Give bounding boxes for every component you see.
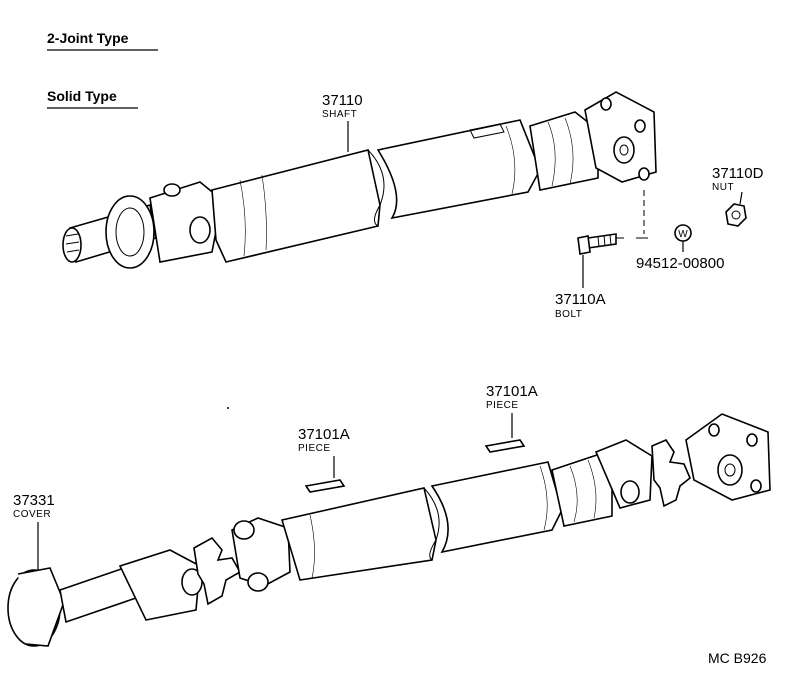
piece-right-number: 37101A [486,383,538,400]
cover-number: 37331 [13,492,55,509]
tube-break-left [367,149,385,227]
spider-front [193,536,242,606]
nut-name: NUT [712,182,734,193]
spline-end [62,227,82,263]
bolt-name: BOLT [555,309,582,320]
piece-left-number: 37101A [298,426,350,443]
front-universal-joint [149,181,223,263]
washer-number: 94512-00800 [636,255,724,272]
svg-text:W: W [678,229,688,240]
sleeve-yoke-flange [105,195,155,269]
cover-name: COVER [13,509,51,520]
subtype-title: Solid Type [47,88,117,104]
rear-joint-bearing [613,136,635,164]
shaft-number: 37110 [322,92,363,109]
spider-rear [651,439,691,508]
balance-piece-right [484,439,526,453]
piece-right-name: PIECE [486,400,519,411]
balance-piece-left [304,479,346,493]
top-propeller-shaft [62,91,657,269]
front-joint-bearing [189,216,211,244]
nut [725,203,747,227]
bolt-head [577,235,591,255]
piece-left-name: PIECE [298,443,331,454]
bottom-front-tube [280,487,437,581]
bolt-number: 37110A [555,291,606,308]
shaft-name: SHAFT [322,109,357,120]
bottom-propeller-shaft [7,413,771,647]
nut-body [725,203,747,227]
type-title: 2-Joint Type [47,30,129,46]
figure-code: MC B926 [708,650,767,666]
bottom-rear-tube [430,461,563,554]
bolt [577,233,617,255]
bottom-rear-yoke [551,453,613,527]
rear-tube [376,119,541,220]
nut-leader [739,191,743,205]
nut-number: 37110D [712,165,764,182]
front-tube [211,149,381,263]
bolt-shank [587,233,617,249]
